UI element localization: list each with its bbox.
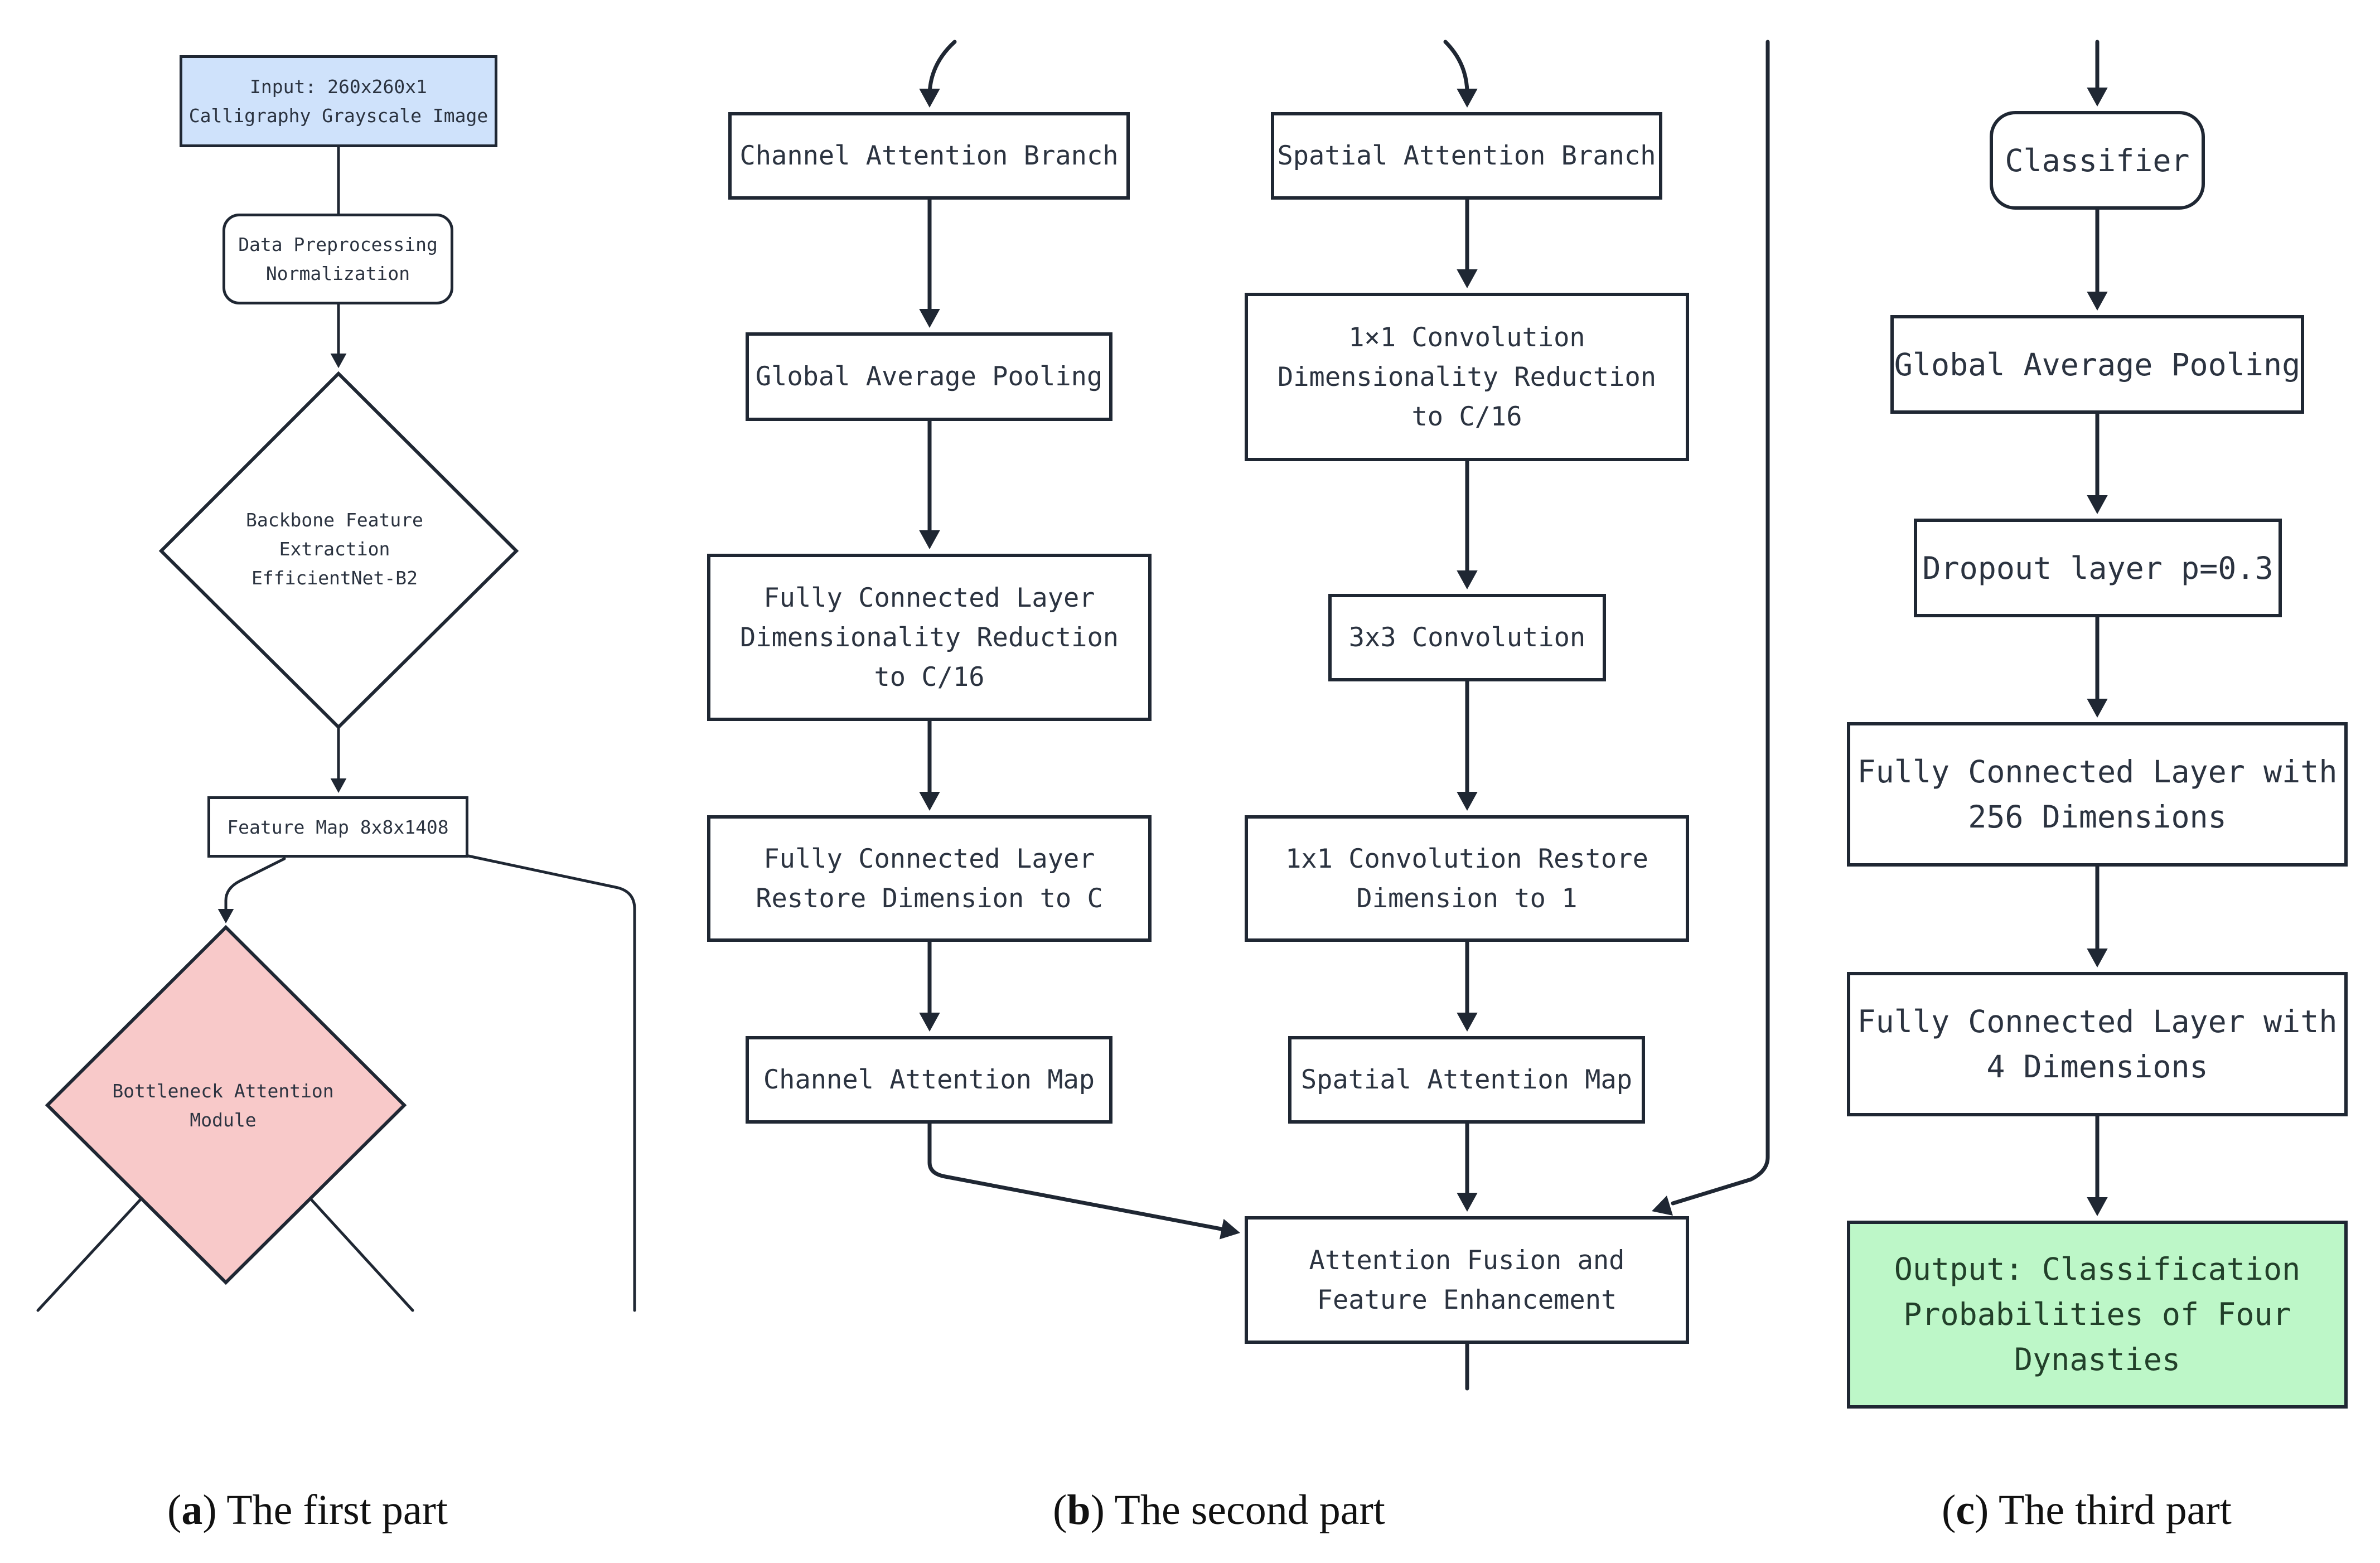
- fc-restore-node: Fully Connected Layer Restore Dimension …: [707, 815, 1152, 942]
- arrow-preprocess-to-backbone-head: [330, 354, 347, 368]
- arrow-skip-to-fusion: [1671, 40, 1770, 1206]
- caption-c-letter: c: [1956, 1487, 1975, 1533]
- arrow-in-channel-head: [919, 89, 940, 108]
- arrow-conv1-to-conv3-head: [1457, 570, 1478, 589]
- arrow-in-channel: [927, 40, 957, 97]
- arrow-channel-branch-to-gap-head: [919, 309, 940, 328]
- arrow-featuremap-to-bottleneck: [224, 857, 286, 912]
- fc256-node: Fully Connected Layer with 256 Dimension…: [1847, 722, 2348, 867]
- channel-gap-node: Global Average Pooling: [746, 332, 1112, 421]
- arrow-channel-map-to-fusion: [927, 1121, 1223, 1231]
- bottleneck-diamond: [45, 925, 407, 1285]
- caption-c: (c) The third part: [1942, 1487, 2232, 1533]
- dropout-node: Dropout layer p=0.3: [1914, 519, 2282, 617]
- caption-b-text: The second part: [1104, 1487, 1385, 1533]
- input-node: Input: 260x260x1 Calligraphy Grayscale I…: [180, 55, 497, 147]
- arrow-spatial-branch-to-conv1-head: [1457, 269, 1478, 288]
- caption-b: (b) The second part: [1053, 1487, 1385, 1533]
- attention-fusion-node: Attention Fusion and Feature Enhancement: [1245, 1216, 1689, 1344]
- line-featuremap-skip: [467, 854, 636, 1312]
- caption-c-text: The third part: [1989, 1487, 2232, 1533]
- fc-reduce-node: Fully Connected Layer Dimensionality Red…: [707, 554, 1152, 721]
- arrow-dropout-to-fc256-head: [2087, 699, 2108, 718]
- classifier-node: Classifier: [1990, 111, 2205, 210]
- line-bottleneck-right: [309, 1197, 414, 1312]
- caption-a: (a) The first part: [167, 1487, 448, 1533]
- arrow-skip-to-fusion-head: [1652, 1196, 1673, 1216]
- arrow-in-spatial: [1443, 40, 1469, 97]
- backbone-diamond: [158, 371, 519, 730]
- caption-a-letter: a: [181, 1487, 203, 1533]
- arrow-conv1-restore-to-spatial-map-head: [1457, 1013, 1478, 1032]
- arrow-featuremap-to-bottleneck-head: [217, 909, 234, 923]
- channel-attention-map-node: Channel Attention Map: [746, 1036, 1112, 1124]
- preprocess-node: Data Preprocessing Normalization: [222, 214, 453, 304]
- line-bottleneck-left: [36, 1197, 143, 1312]
- conv3-node: 3x3 Convolution: [1328, 594, 1606, 681]
- spatial-attention-branch-node: Spatial Attention Branch: [1271, 112, 1662, 200]
- arrow-fc-restore-to-channel-map-head: [919, 1013, 940, 1032]
- feature-map-node: Feature Map 8x8x1408: [207, 796, 468, 858]
- arrow-conv3-to-conv1-restore-head: [1457, 792, 1478, 811]
- arrow-fc-reduce-to-fc-restore-head: [919, 792, 940, 811]
- arrow-channel-map-to-fusion-head: [1219, 1218, 1240, 1240]
- caption-b-letter: b: [1067, 1487, 1091, 1533]
- arrow-gap-to-dropout-head: [2087, 495, 2108, 514]
- conv1-reduce-node: 1×1 Convolution Dimensionality Reduction…: [1245, 293, 1689, 461]
- arrow-gap-to-fc-reduce-head: [919, 530, 940, 549]
- classifier-gap-node: Global Average Pooling: [1890, 315, 2304, 414]
- arrow-classifier-to-gap-head: [2087, 292, 2108, 311]
- arrow-backbone-to-featuremap-head: [330, 778, 347, 793]
- arrow-in-spatial-head: [1457, 89, 1478, 108]
- channel-attention-branch-node: Channel Attention Branch: [728, 112, 1130, 200]
- conv1-restore-node: 1x1 Convolution Restore Dimension to 1: [1245, 815, 1689, 942]
- backbone-label: Backbone Feature Extraction EfficientNet…: [246, 509, 423, 589]
- output-node: Output: Classification Probabilities of …: [1847, 1221, 2348, 1409]
- caption-a-text: The first part: [216, 1487, 448, 1533]
- arrow-fc256-to-fc4-head: [2087, 949, 2108, 967]
- arrow-fc4-to-output-head: [2087, 1197, 2108, 1216]
- arrow-spatial-map-to-fusion-head: [1457, 1193, 1478, 1212]
- fc4-node: Fully Connected Layer with 4 Dimensions: [1847, 972, 2348, 1116]
- bottleneck-label: Bottleneck Attention Module: [112, 1080, 334, 1131]
- spatial-attention-map-node: Spatial Attention Map: [1288, 1036, 1645, 1124]
- arrow-in-classifier-head: [2087, 88, 2108, 107]
